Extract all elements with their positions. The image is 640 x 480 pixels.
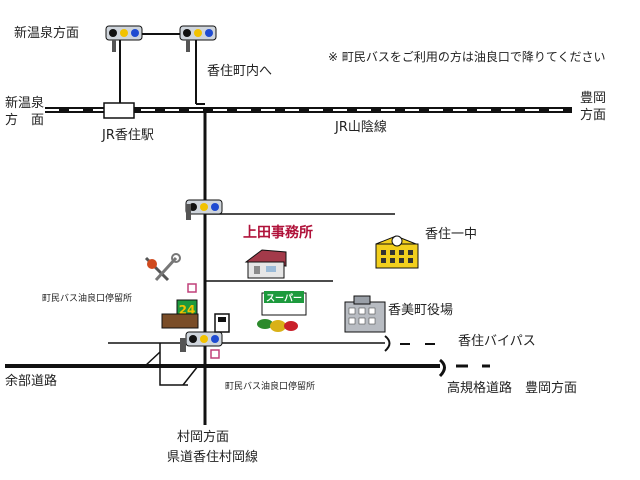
- supermarket-sign: スーパー: [266, 292, 302, 304]
- label-kasumi-ichu: 香住一中: [425, 227, 478, 242]
- road-top-loop: [119, 33, 205, 105]
- bus-stop-icon: [210, 349, 220, 359]
- label-prefectural-road: 県道香住村岡線: [167, 450, 259, 465]
- traffic-signal-icon: [105, 25, 143, 52]
- label-shin-onsen-left-1: 新温泉: [5, 96, 45, 111]
- yobe-highway-road: [5, 358, 490, 378]
- jr-station-building: [103, 102, 135, 119]
- label-kasumi-town: 香住町内へ: [207, 64, 273, 79]
- label-bypass: 香住バイパス: [458, 334, 536, 349]
- label-toyooka-right-1: 豊岡: [580, 91, 607, 106]
- town-hall-icon: [344, 295, 386, 333]
- notice-text: ※ 町民バスをご利用の方は油良口で降りてください: [328, 50, 606, 64]
- label-town-hall: 香美町役場: [388, 303, 454, 318]
- junction-ramps: [144, 343, 199, 386]
- side-streets: [205, 213, 395, 282]
- traffic-signal-icon: [179, 25, 217, 52]
- house-icon: [244, 249, 287, 279]
- label-jr-line: JR山陰線: [335, 120, 387, 135]
- label-shin-onsen-left-2: 方 面: [5, 113, 45, 128]
- label-highway: 高規格道路 豊岡方面: [447, 381, 578, 396]
- label-bus-stop-upper: 町民バス油良口停留所: [42, 294, 133, 304]
- repair-tools-icon: [144, 253, 181, 282]
- label-bus-stop-lower: 町民バス油良口停留所: [225, 382, 316, 392]
- bus-stop-icon: [187, 283, 197, 293]
- traffic-signal-icon: [180, 331, 223, 352]
- label-toyooka-right-2: 方面: [580, 108, 607, 123]
- label-yobe-road: 余部道路: [5, 374, 58, 389]
- label-muraoka: 村岡方面: [177, 430, 230, 445]
- school-icon: [375, 235, 419, 269]
- gas-station-icon: [214, 313, 230, 333]
- convenience-store-icon: 24: [161, 299, 199, 329]
- supermarket-icon: スーパー: [257, 291, 307, 332]
- label-shin-onsen-top: 新温泉方面: [14, 26, 80, 41]
- label-ueda-office: 上田事務所: [243, 225, 313, 241]
- kasumi-bypass-road: [108, 335, 435, 352]
- traffic-signal-icon: [185, 199, 223, 220]
- label-jr-station: JR香住駅: [102, 128, 154, 143]
